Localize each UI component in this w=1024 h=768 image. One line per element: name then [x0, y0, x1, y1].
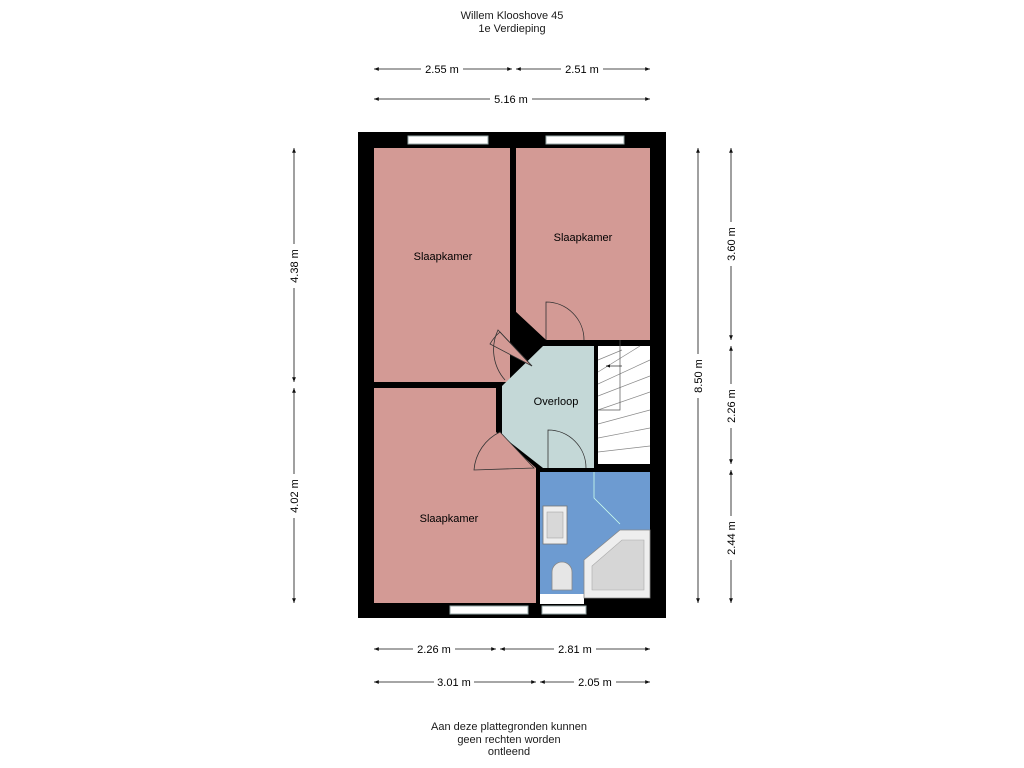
disclaimer: Aan deze plattegronden kunnen geen recht…	[409, 721, 609, 759]
bathroom-niche	[540, 594, 584, 604]
address-label: Willem Klooshove 45	[460, 10, 564, 22]
floor-label: 1e Verdieping	[478, 23, 546, 35]
dim-bottom-1: 2.26 m	[417, 644, 451, 656]
dim-left-2: 4.02 m	[289, 479, 301, 513]
disclaimer-line-3: ontleend	[487, 746, 531, 758]
room-label-bedroom-2: Slaapkamer	[554, 232, 613, 244]
toilet	[551, 561, 573, 591]
window-top-2	[545, 135, 625, 145]
window-bottom-2	[541, 605, 587, 615]
dimensions-right	[696, 148, 733, 603]
dimensions-bottom	[374, 647, 650, 684]
window-bottom-1	[449, 605, 529, 615]
room-label-landing: Overloop	[534, 396, 579, 408]
dim-right-1: 3.60 m	[726, 227, 738, 261]
door-swing-bath	[547, 429, 587, 469]
dim-top-total: 5.16 m	[494, 94, 528, 106]
window-top-1	[407, 135, 489, 145]
dim-top-1: 2.55 m	[425, 64, 459, 76]
disclaimer-line-1: Aan deze plattegronden kunnen	[431, 721, 587, 733]
windows	[407, 135, 625, 615]
dim-bottom-3: 3.01 m	[437, 677, 471, 689]
bedroom-topleft-fill	[374, 148, 510, 382]
wall-diagonal	[510, 148, 546, 346]
room-label-bedroom-1: Slaapkamer	[414, 251, 473, 263]
dim-right-3: 2.44 m	[726, 521, 738, 555]
door-swing-topright	[545, 301, 585, 341]
disclaimer-line-2: geen rechten worden	[457, 733, 561, 746]
shower-line	[593, 472, 621, 525]
dim-top-2: 2.51 m	[565, 64, 599, 76]
room-label-bedroom-3: Slaapkamer	[420, 513, 479, 525]
door-swing-bottom	[473, 431, 535, 471]
dim-right-2: 2.26 m	[726, 389, 738, 423]
doors	[473, 301, 587, 471]
plan-title: Willem Klooshove 45 1e Verdieping	[0, 10, 1024, 36]
interior-walls	[510, 148, 546, 346]
stairs-detail	[597, 340, 651, 453]
bathroom-fixtures	[542, 472, 651, 599]
dimensions-top	[374, 67, 650, 101]
dim-bottom-2: 2.81 m	[558, 644, 592, 656]
dim-right-total: 8.50 m	[693, 359, 705, 393]
dim-left-1: 4.38 m	[289, 249, 301, 283]
dim-bottom-4: 2.05 m	[578, 677, 612, 689]
bedroom-topright-fill	[516, 148, 650, 340]
